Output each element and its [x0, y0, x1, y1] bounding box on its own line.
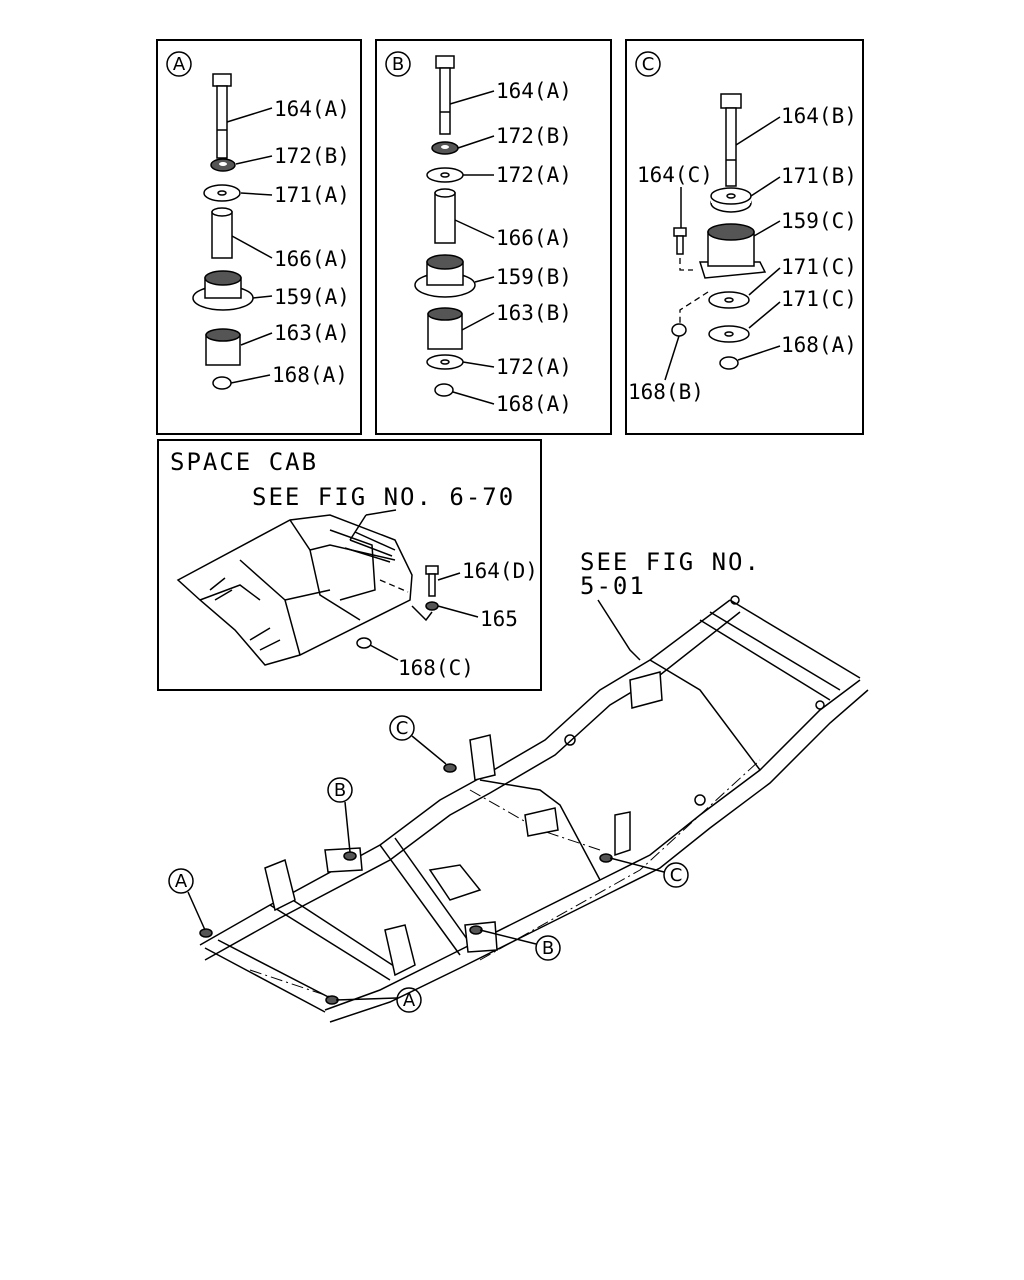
label-c-168a: 168(A) — [781, 333, 857, 357]
label-b-159b: 159(B) — [496, 265, 572, 289]
label-b-163b: 163(B) — [496, 301, 572, 325]
label-a-172b: 172(B) — [274, 144, 350, 168]
svg-text:B: B — [542, 938, 554, 959]
label-c-171c-lower: 171(C) — [781, 287, 857, 311]
frame-callout-c-right: C — [609, 857, 689, 888]
frame-callout-a-left: A — [168, 868, 206, 931]
label-c-168b: 168(B) — [628, 380, 704, 404]
svg-text:C: C — [670, 865, 683, 886]
svg-text:A: A — [403, 990, 416, 1011]
space-cab-panel: SPACE CAB SEE FIG NO. 6-70 164(D) 165 16… — [157, 439, 542, 691]
frame-callout-a-bottom: A — [335, 987, 422, 1013]
chassis-frame-illustration — [199, 595, 869, 1023]
label-cab-168c: 168(C) — [398, 656, 474, 680]
label-c-159c: 159(C) — [781, 209, 857, 233]
cab-floor-illustration — [176, 514, 413, 666]
panel-a: A 164(A) 172(B) 171(A) 166(A) — [156, 39, 362, 435]
label-b-166a: 166(A) — [496, 226, 572, 250]
space-cab-title: SPACE CAB — [170, 448, 318, 476]
label-c-164b: 164(B) — [781, 104, 857, 128]
space-cab-see-fig: SEE FIG NO. 6-70 — [252, 483, 515, 511]
label-b-172a: 172(A) — [496, 163, 572, 187]
svg-text:C: C — [642, 54, 655, 75]
label-a-163a: 163(A) — [274, 321, 350, 345]
label-a-164a: 164(A) — [274, 97, 350, 121]
svg-text:A: A — [173, 54, 186, 75]
label-b-172b: 172(B) — [496, 124, 572, 148]
frame-callout-b-left: B — [327, 777, 353, 853]
callout-a-icon: A — [166, 51, 192, 77]
label-c-171b: 171(B) — [781, 164, 857, 188]
label-b-168a: 168(A) — [496, 392, 572, 416]
label-b-164a: 164(A) — [496, 79, 572, 103]
frame-callout-c-top: C — [389, 715, 447, 765]
frame-callout-b-bottom: B — [479, 929, 561, 961]
callout-c-icon: C — [635, 51, 661, 77]
label-a-168a: 168(A) — [272, 363, 348, 387]
label-b-172a-lower: 172(A) — [496, 355, 572, 379]
svg-text:B: B — [334, 780, 346, 801]
label-a-171a: 171(A) — [274, 183, 350, 207]
frame-see-fig-line1: SEE FIG NO. — [580, 548, 761, 576]
svg-text:C: C — [396, 718, 409, 739]
svg-text:A: A — [175, 871, 188, 892]
label-c-171c-upper: 171(C) — [781, 255, 857, 279]
panel-c: C 164(B) — [625, 39, 864, 435]
callout-b-icon: B — [385, 51, 411, 77]
svg-text:B: B — [392, 54, 404, 75]
label-a-159a: 159(A) — [274, 285, 350, 309]
label-cab-164d: 164(D) — [462, 559, 538, 583]
panel-b: B 164(A) 172(B) 172(A) 166(A) 159(B) 163… — [375, 39, 612, 435]
label-a-166a: 166(A) — [274, 247, 350, 271]
label-c-164c: 164(C) — [637, 163, 713, 187]
frame-see-fig-line2: 5-01 — [580, 572, 646, 600]
label-cab-165: 165 — [480, 607, 518, 631]
